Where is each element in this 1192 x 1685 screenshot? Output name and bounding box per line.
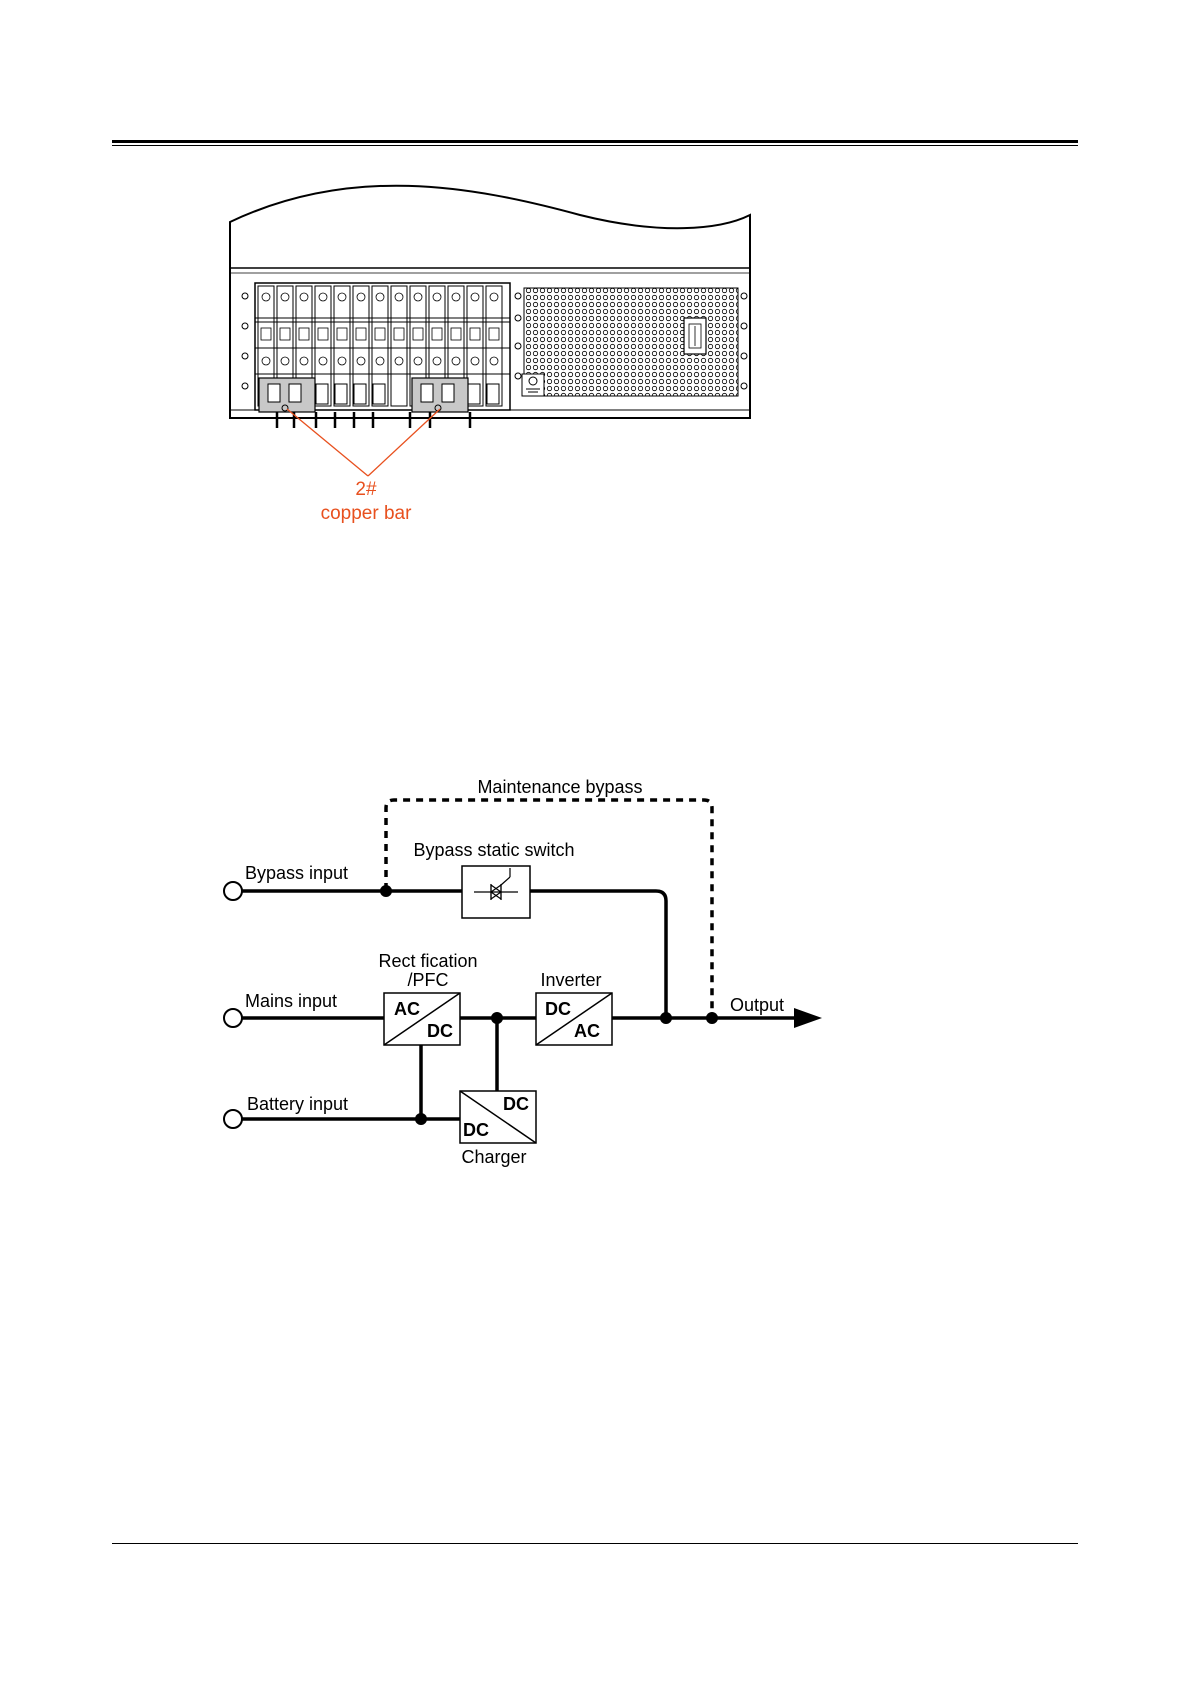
rectification-label-1: Rect fication [378,951,477,971]
rear-panel-figure: 2# copper bar [0,0,1192,560]
rectifier-out-label: DC [427,1021,453,1041]
copper-bar-right [412,378,468,412]
output-label: Output [730,995,784,1015]
charger-in-label: DC [463,1120,489,1140]
inverter-out-label: AC [574,1021,600,1041]
bypass-static-switch-box [462,866,530,918]
inverter-in-label: DC [545,999,571,1019]
rectifier-box [384,993,460,1045]
inverter-label: Inverter [540,970,601,990]
bypass-junction [380,885,392,897]
mains-input-terminal [224,1009,242,1027]
battery-junction [415,1113,427,1125]
output-junction-1 [660,1012,672,1024]
rectification-label-2: /PFC [407,970,448,990]
bypass-static-switch-label: Bypass static switch [413,840,574,860]
battery-input-terminal [224,1110,242,1128]
bypass-input-label: Bypass input [245,863,348,883]
maintenance-bypass-line [386,800,712,1018]
callout-label-line2: copper bar [321,503,413,524]
charger-box [460,1091,536,1143]
battery-input-label: Battery input [247,1094,348,1114]
mains-input-label: Mains input [245,991,337,1011]
dc-bus-junction [491,1012,503,1024]
footer-rule [112,1543,1078,1544]
output-junction-2 [706,1012,718,1024]
callout-lines [287,409,440,476]
output-arrow-icon [794,1008,822,1028]
charger-out-label: DC [503,1094,529,1114]
bypass-input-terminal [224,882,242,900]
callout-label-line1: 2# [355,479,377,500]
maintenance-bypass-label: Maintenance bypass [477,777,642,797]
thyristor-icon [474,868,518,900]
inverter-box [536,993,612,1045]
rectifier-in-label: AC [394,999,420,1019]
charger-label: Charger [461,1147,526,1167]
copper-bar-left [259,378,315,412]
